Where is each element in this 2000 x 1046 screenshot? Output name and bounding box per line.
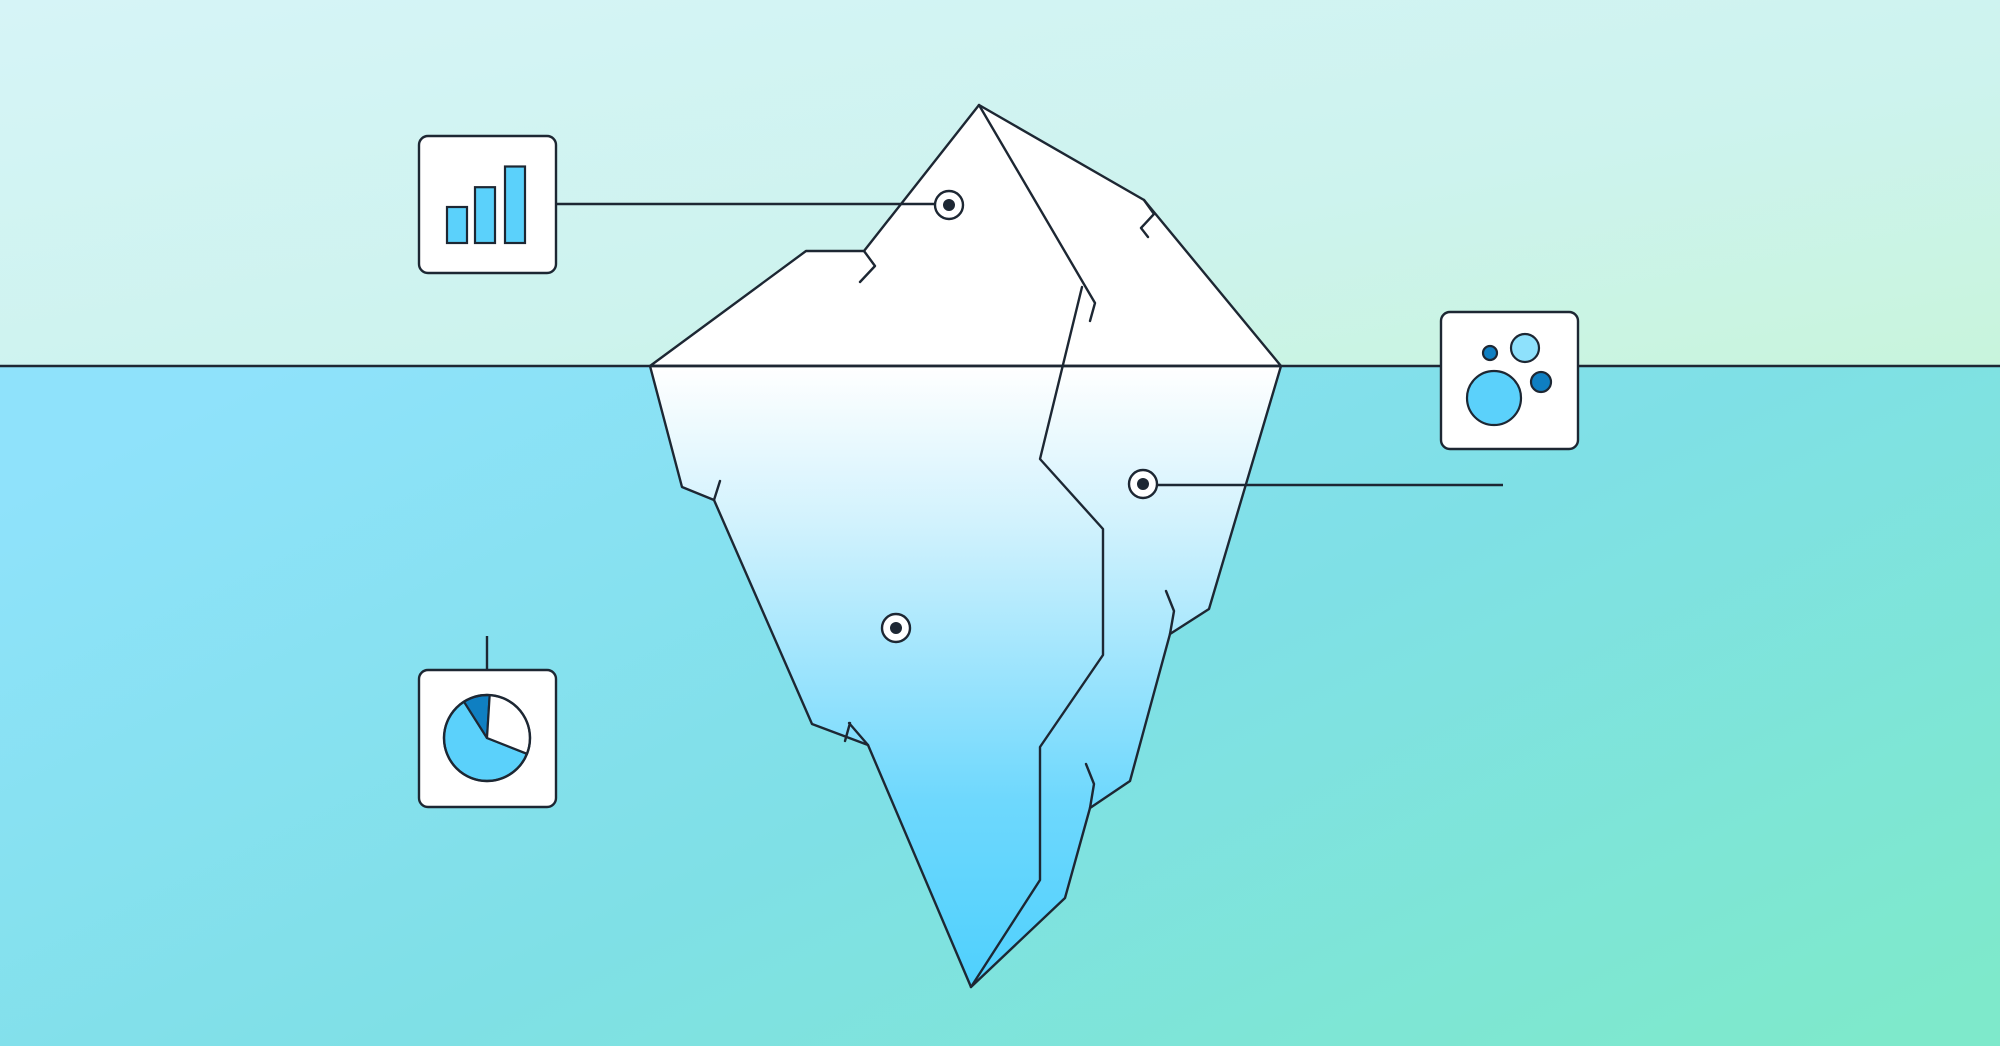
bubbles-icon	[1465, 332, 1553, 427]
callout-connectors	[485, 202, 1503, 670]
bar-chart-card	[417, 134, 558, 275]
bar-chart-icon	[445, 165, 527, 245]
bubbles-card	[1439, 310, 1580, 451]
bar-2	[473, 186, 497, 245]
pie-chart-card	[417, 668, 558, 809]
bar-3	[503, 165, 527, 245]
pie-chart-icon	[442, 693, 532, 783]
marker-top	[933, 189, 965, 221]
bar-1	[445, 205, 469, 245]
marker-left	[880, 612, 912, 644]
marker-right	[1127, 468, 1159, 500]
ice-cracks	[712, 103, 1176, 989]
